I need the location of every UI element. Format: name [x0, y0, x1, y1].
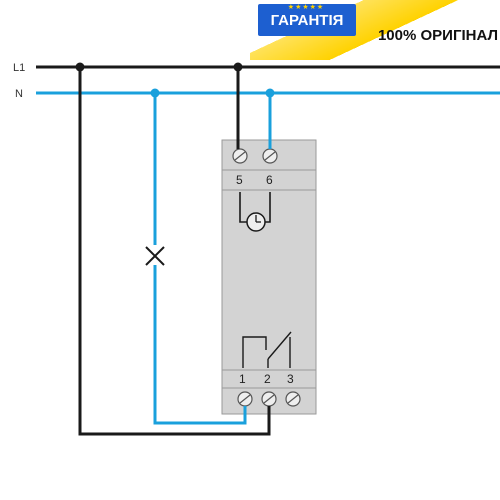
badge-title: ГАРАНТІЯ — [270, 12, 344, 29]
relay-device: 5 6 1 2 3 — [221, 139, 317, 415]
terminal-1-screw — [237, 391, 253, 407]
l1-label: L1 — [13, 62, 25, 74]
terminal-6-screw — [262, 148, 278, 164]
changeover-contact-icon — [242, 331, 292, 368]
junction-dot — [233, 62, 243, 72]
terminal-2-screw — [261, 391, 277, 407]
badge-blue-box — [258, 4, 356, 36]
terminal-3-screw — [285, 391, 301, 407]
terminal-2-label: 2 — [264, 372, 271, 386]
badge-stars: ★★★★★ — [287, 4, 325, 11]
terminal-6-label: 6 — [266, 173, 273, 187]
wire-l1-to-terminal-2 — [78, 67, 271, 436]
wire-pushbutton-to-terminal-1 — [153, 265, 247, 425]
junction-dot — [265, 88, 275, 98]
guarantee-badge: ★★★★★ ГАРАНТІЯ 100% ОРИГІНАЛ — [250, 0, 500, 60]
n-label: N — [15, 88, 23, 100]
terminal-5-label: 5 — [236, 173, 243, 187]
junction-dot — [75, 62, 85, 72]
terminal-5-screw — [232, 148, 248, 164]
junction-dot — [150, 88, 160, 98]
terminal-1-label: 1 — [239, 372, 246, 386]
clock-icon — [246, 212, 266, 232]
push-button-x-icon — [145, 246, 165, 266]
terminal-3-label: 3 — [287, 372, 294, 386]
badge-subtitle: 100% ОРИГІНАЛ — [377, 27, 498, 44]
